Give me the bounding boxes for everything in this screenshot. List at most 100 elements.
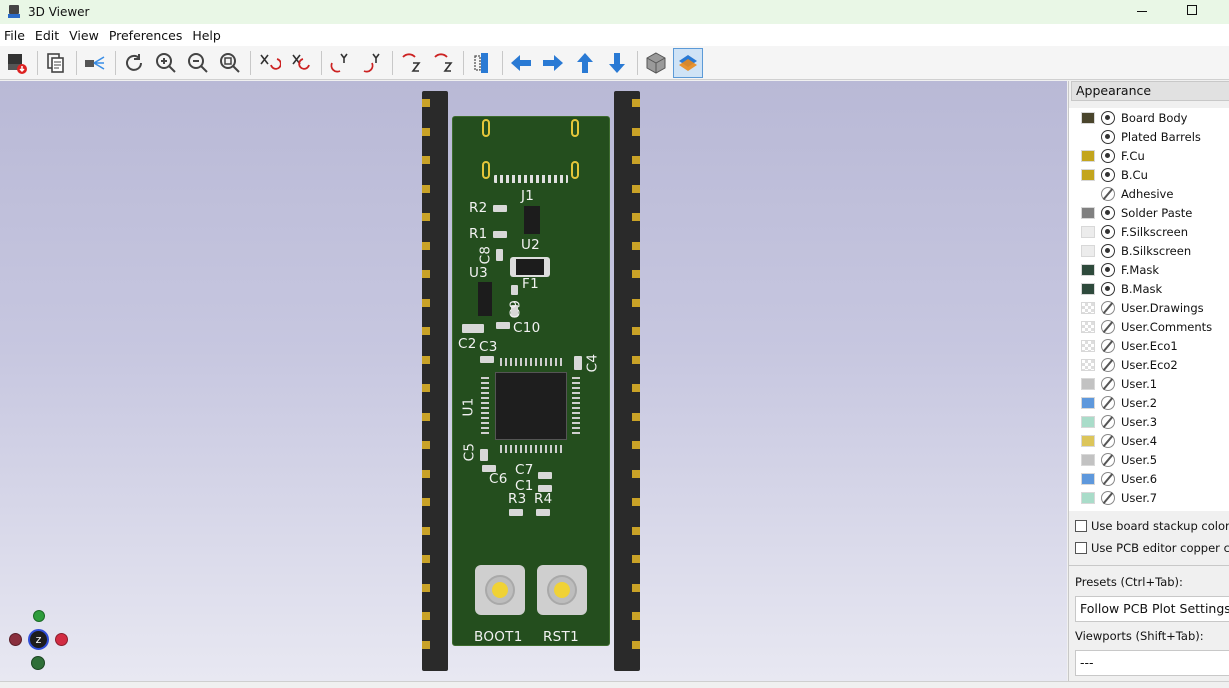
copy-icon[interactable] <box>41 48 71 78</box>
move-left-icon[interactable] <box>506 48 536 78</box>
layer-row[interactable]: F.Silkscreen <box>1069 222 1229 241</box>
render-icon[interactable] <box>2 48 32 78</box>
layer-color-swatch[interactable] <box>1081 301 1095 314</box>
hidden-icon[interactable] <box>1101 490 1115 505</box>
zoom-in-icon[interactable] <box>151 48 181 78</box>
layer-color-swatch[interactable] <box>1081 244 1095 257</box>
hidden-icon[interactable] <box>1101 395 1115 410</box>
rotate-z-ccw-icon[interactable] <box>428 48 458 78</box>
layer-color-swatch[interactable] <box>1081 149 1095 162</box>
layer-row[interactable]: User.1 <box>1069 374 1229 393</box>
layer-color-swatch[interactable] <box>1081 111 1095 124</box>
presets-dropdown[interactable]: Follow PCB Plot Settings <box>1075 596 1229 622</box>
eye-icon[interactable] <box>1101 262 1115 277</box>
layer-color-swatch[interactable] <box>1081 415 1095 428</box>
layer-color-swatch[interactable] <box>1081 434 1095 447</box>
layer-color-swatch[interactable] <box>1081 225 1095 238</box>
layer-row[interactable]: Board Body <box>1069 108 1229 127</box>
menu-file[interactable]: File <box>4 27 25 43</box>
maximize-icon[interactable] <box>1187 5 1197 15</box>
layer-color-swatch[interactable] <box>1081 491 1095 504</box>
hidden-icon[interactable] <box>1101 186 1115 201</box>
axis-z-icon[interactable]: z <box>28 629 49 650</box>
hidden-icon[interactable] <box>1101 471 1115 486</box>
flip-board-icon[interactable] <box>467 48 497 78</box>
move-right-icon[interactable] <box>538 48 568 78</box>
eye-icon[interactable] <box>1101 224 1115 239</box>
layer-row[interactable]: User.Comments <box>1069 317 1229 336</box>
hidden-icon[interactable] <box>1101 319 1115 334</box>
layer-row[interactable]: User.2 <box>1069 393 1229 412</box>
3d-viewport[interactable]: R2 J1 R1 C8 U2 U3 F1 C9 C10 C2 C3 C4 U1 … <box>0 81 1067 681</box>
rotate-x-ccw-icon[interactable] <box>286 48 316 78</box>
layer-row[interactable]: B.Cu <box>1069 165 1229 184</box>
layer-color-swatch[interactable] <box>1081 396 1095 409</box>
layer-color-swatch[interactable] <box>1081 320 1095 333</box>
rotate-z-cw-icon[interactable] <box>396 48 426 78</box>
layer-color-swatch[interactable] <box>1081 472 1095 485</box>
layer-row[interactable]: User.Eco1 <box>1069 336 1229 355</box>
layer-row[interactable]: Adhesive <box>1069 184 1229 203</box>
hidden-icon[interactable] <box>1101 376 1115 391</box>
eye-icon[interactable] <box>1101 167 1115 182</box>
menu-help[interactable]: Help <box>192 27 221 43</box>
menu-preferences[interactable]: Preferences <box>108 27 183 43</box>
layer-row[interactable]: F.Cu <box>1069 146 1229 165</box>
eye-icon[interactable] <box>1101 148 1115 163</box>
use-board-stackup-checkbox[interactable]: Use board stackup colors <box>1075 519 1229 533</box>
layer-color-swatch[interactable] <box>1081 206 1095 219</box>
layer-row[interactable]: User.Eco2 <box>1069 355 1229 374</box>
eye-icon[interactable] <box>1101 281 1115 296</box>
eye-icon[interactable] <box>1101 243 1115 258</box>
layer-row[interactable]: F.Mask <box>1069 260 1229 279</box>
eye-icon[interactable] <box>1101 205 1115 220</box>
ortho-icon[interactable] <box>641 48 671 78</box>
reload-icon[interactable] <box>119 48 149 78</box>
layer-color-swatch[interactable] <box>1081 377 1095 390</box>
hidden-icon[interactable] <box>1101 452 1115 467</box>
layer-color-swatch[interactable] <box>1081 339 1095 352</box>
layer-row[interactable]: User.7 <box>1069 488 1229 507</box>
layer-row[interactable]: User.Drawings <box>1069 298 1229 317</box>
hidden-icon[interactable] <box>1101 300 1115 315</box>
axis-neg-x-icon[interactable] <box>9 633 22 646</box>
layer-row[interactable]: User.6 <box>1069 469 1229 488</box>
move-down-icon[interactable] <box>602 48 632 78</box>
use-pcb-copper-checkbox[interactable]: Use PCB editor copper colors <box>1075 541 1229 555</box>
layer-color-swatch[interactable] <box>1081 188 1095 200</box>
layer-row[interactable]: User.5 <box>1069 450 1229 469</box>
hidden-icon[interactable] <box>1101 338 1115 353</box>
layer-row[interactable]: User.3 <box>1069 412 1229 431</box>
menu-view[interactable]: View <box>69 27 99 43</box>
hidden-icon[interactable] <box>1101 414 1115 429</box>
eye-icon[interactable] <box>1101 129 1115 144</box>
axis-y-icon[interactable] <box>33 610 45 622</box>
eye-icon[interactable] <box>1101 110 1115 125</box>
zoom-fit-icon[interactable] <box>215 48 245 78</box>
layer-row[interactable]: Solder Paste <box>1069 203 1229 222</box>
menu-edit[interactable]: Edit <box>34 27 60 43</box>
layer-color-swatch[interactable] <box>1081 263 1095 276</box>
layer-row[interactable]: Plated Barrels <box>1069 127 1229 146</box>
axis-x-icon[interactable] <box>55 633 68 646</box>
layer-row[interactable]: B.Mask <box>1069 279 1229 298</box>
hidden-icon[interactable] <box>1101 433 1115 448</box>
rotate-y-ccw-icon[interactable] <box>357 48 387 78</box>
layer-color-swatch[interactable] <box>1081 131 1095 143</box>
rotate-x-cw-icon[interactable] <box>254 48 284 78</box>
layer-color-swatch[interactable] <box>1081 453 1095 466</box>
layer-color-swatch[interactable] <box>1081 358 1095 371</box>
layer-color-swatch[interactable] <box>1081 168 1095 181</box>
layer-row[interactable]: User.4 <box>1069 431 1229 450</box>
viewports-dropdown[interactable]: --- <box>1075 650 1229 676</box>
hidden-icon[interactable] <box>1101 357 1115 372</box>
layer-color-swatch[interactable] <box>1081 282 1095 295</box>
move-up-icon[interactable] <box>570 48 600 78</box>
layers-manager-icon[interactable] <box>673 47 703 78</box>
axis-neg-y-icon[interactable] <box>31 656 45 670</box>
raytrace-icon[interactable] <box>80 48 110 78</box>
zoom-out-icon[interactable] <box>183 48 213 78</box>
minimize-icon[interactable] <box>1135 3 1149 19</box>
layer-row[interactable]: B.Silkscreen <box>1069 241 1229 260</box>
rotate-y-cw-icon[interactable] <box>325 48 355 78</box>
